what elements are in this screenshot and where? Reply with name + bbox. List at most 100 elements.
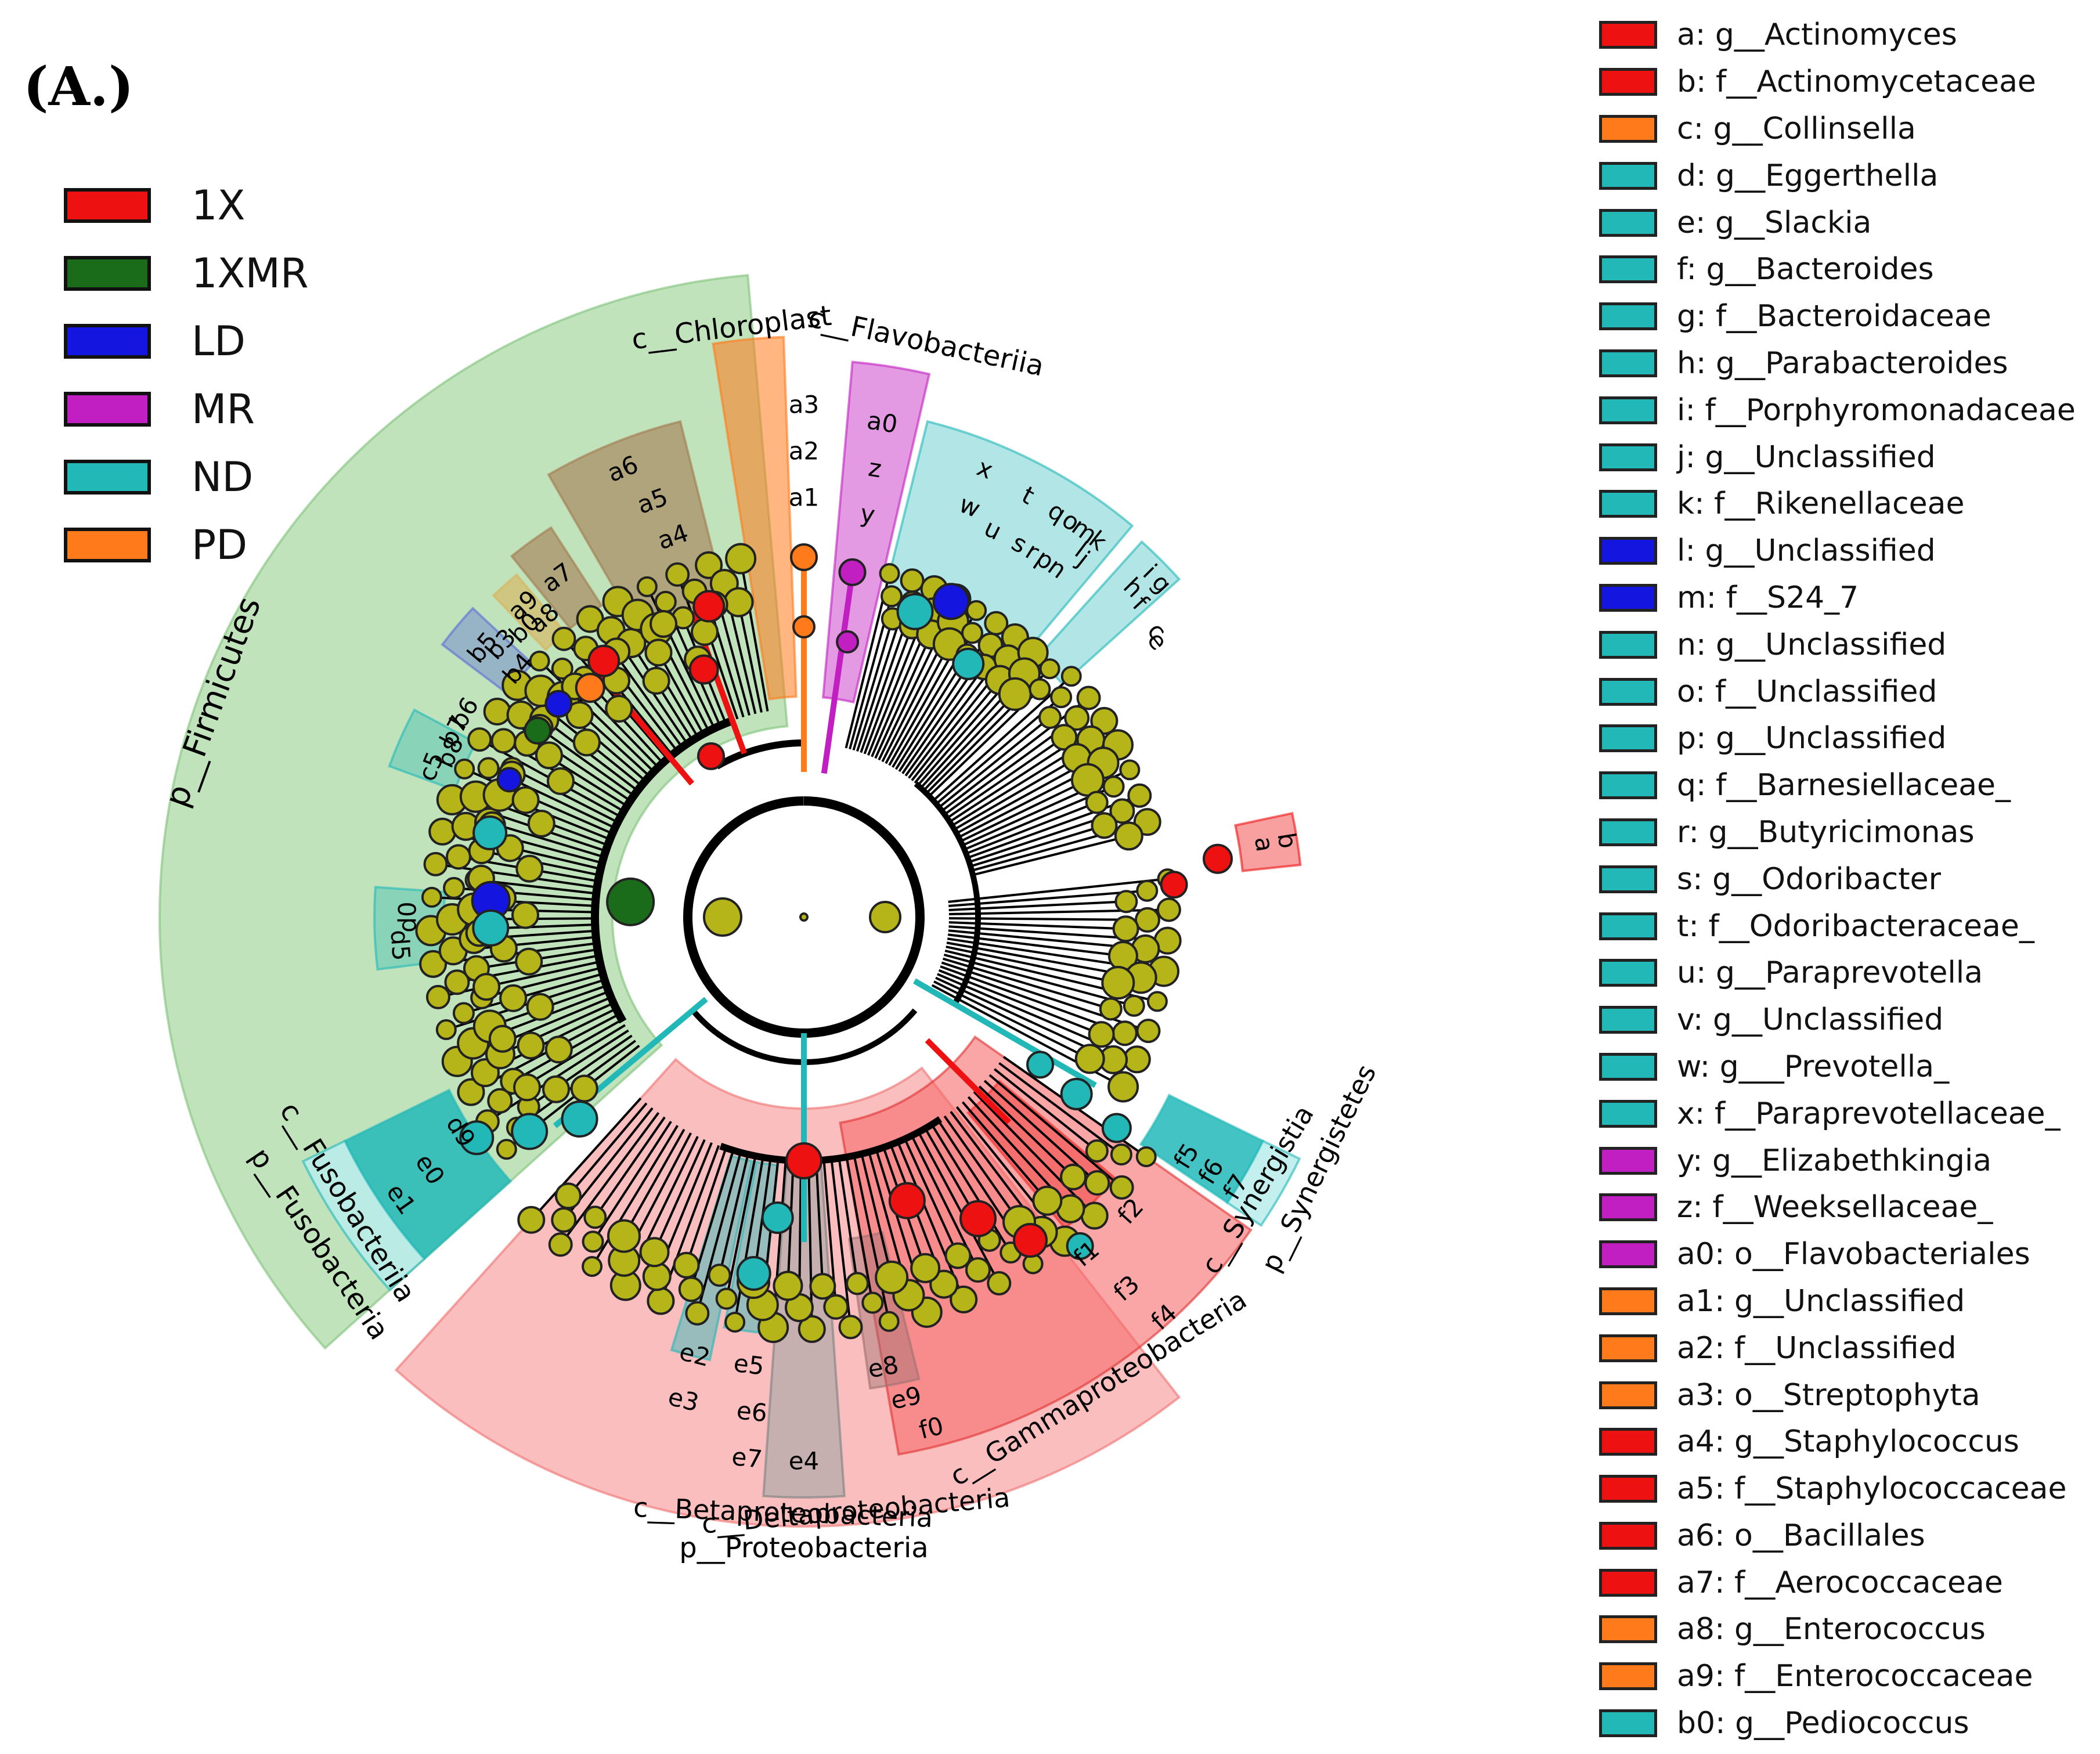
taxa-label: z: f__Weeksellaceae_: [1677, 1190, 1993, 1225]
internal-node: [527, 809, 555, 838]
leaf-node: [961, 622, 983, 644]
taxa-swatch: [1599, 1146, 1657, 1175]
tree-edge: [930, 1124, 1012, 1254]
highlighted-node: [888, 1182, 926, 1219]
sector-letter: e7: [730, 1442, 763, 1474]
taxa-legend-item: m: f__S24_7: [1599, 575, 2076, 622]
leaf-node: [1110, 1143, 1132, 1166]
taxa-label: a6: o__Bacillales: [1677, 1518, 1925, 1553]
tree-edge: [948, 900, 1127, 911]
leaf-node: [1029, 678, 1051, 701]
taxa-swatch: [1599, 1709, 1657, 1738]
taxa-swatch: [1599, 865, 1657, 893]
taxa-label: r: g__Butyricimonas: [1677, 814, 1975, 850]
leaf-node: [1136, 879, 1159, 902]
taxa-label: a8: g__Enterococcus: [1677, 1612, 1986, 1647]
taxa-swatch: [1599, 255, 1657, 284]
taxa-legend-item: l: g__Unclassified: [1599, 528, 2076, 575]
taxa-swatch: [1599, 959, 1657, 987]
leaf-node: [966, 600, 987, 621]
leaf-node: [421, 886, 442, 908]
inner-node: [703, 897, 742, 937]
leaf-node: [900, 568, 925, 593]
leaf-node: [1146, 991, 1168, 1012]
tree-edge: [954, 757, 1078, 831]
group-swatch: [64, 255, 151, 291]
tree-edge: [946, 736, 1065, 820]
taxa-legend-item: y: g__Elizabethkingia: [1599, 1137, 2076, 1184]
highlighted-node: [736, 1255, 771, 1291]
internal-node: [644, 638, 673, 667]
leaf-node: [1127, 783, 1152, 808]
tree-edge: [591, 1125, 679, 1268]
leaf-node: [583, 1206, 607, 1229]
tree-edge: [739, 558, 769, 712]
internal-node: [488, 1024, 517, 1053]
taxa-swatch: [1599, 1287, 1657, 1315]
tree-edge: [943, 953, 1135, 1007]
taxa-swatch: [1599, 396, 1657, 424]
tree-edge: [734, 1157, 764, 1323]
tree-edge: [718, 1154, 749, 1276]
taxa-swatch: [1599, 537, 1657, 565]
taxa-label: a4: g__Staphylococcus: [1677, 1424, 2019, 1460]
highlighted-node: [896, 593, 934, 630]
taxa-label: g: f__Bacteroidaceae: [1677, 299, 1991, 334]
tree-edge: [737, 602, 763, 713]
sector-letter: d0: [394, 901, 422, 932]
taxa-swatch: [1599, 630, 1657, 659]
proteobacteria-arc: [719, 1116, 943, 1164]
group-swatch: [64, 527, 151, 562]
taxa-legend-item: s: g__Odoribacter: [1599, 856, 2076, 903]
tree-edge: [646, 586, 716, 729]
leaf-node: [554, 1182, 582, 1210]
leaf-node: [879, 563, 900, 584]
highlighted-node: [952, 647, 985, 680]
leaf-node: [445, 844, 471, 870]
leaf-node: [1123, 994, 1145, 1017]
internal-node: [565, 701, 594, 730]
tree-edge: [972, 835, 1130, 876]
highlighted-node: [761, 1201, 794, 1235]
leaf-node: [809, 1273, 836, 1300]
sector-letter: e9: [888, 1381, 924, 1415]
internal-node: [515, 854, 544, 883]
leaf-node: [950, 1285, 978, 1313]
leaf-node: [1119, 759, 1141, 781]
taxa-legend-item: z: f__Weeksellaceae_: [1599, 1184, 2076, 1231]
taxa-label: n: g__Unclassified: [1677, 627, 1947, 662]
leaf-node: [1114, 821, 1143, 851]
taxa-swatch: [1599, 1428, 1657, 1456]
leaf-node: [1084, 1170, 1110, 1196]
leaf-node: [425, 984, 450, 1009]
taxa-label: p: g__Unclassified: [1677, 721, 1947, 756]
tree-edge: [965, 801, 1098, 855]
taxa-legend-item: a8: g__Enterococcus: [1599, 1606, 2076, 1653]
tree-edge: [932, 675, 1073, 802]
tree-edge: [960, 778, 1088, 843]
leaf-node: [607, 1219, 641, 1253]
leaf-node: [875, 1260, 909, 1294]
taxa-label: v: g__Unclassified: [1677, 1002, 1944, 1038]
taxa-legend-item: h: g__Parabacteroides: [1599, 340, 2076, 387]
taxa-label: f: g__Bacteroides: [1677, 252, 1934, 287]
sector-letter: a0: [865, 406, 899, 439]
leaf-node: [723, 587, 754, 618]
leaf-node: [639, 1237, 670, 1268]
leaf-node: [642, 1262, 672, 1291]
leaf-node: [647, 1287, 675, 1315]
leaf-node: [987, 1271, 1012, 1295]
highlighted-node: [792, 615, 816, 638]
leaf-node: [444, 969, 470, 995]
highlighted-node: [606, 877, 655, 926]
taxa-legend-item: p: g__Unclassified: [1599, 715, 2076, 762]
taxa-legend-item: k: f__Rikenellaceae: [1599, 481, 2076, 528]
tree-edge: [863, 625, 914, 755]
leaf-node: [443, 876, 466, 899]
group-swatch: [64, 459, 151, 495]
tree-edge: [978, 1085, 1074, 1178]
taxa-legend-item: i: f__Porphyromonadaceae: [1599, 387, 2076, 434]
leaf-node: [483, 697, 511, 726]
taxa-swatch: [1599, 1334, 1657, 1362]
